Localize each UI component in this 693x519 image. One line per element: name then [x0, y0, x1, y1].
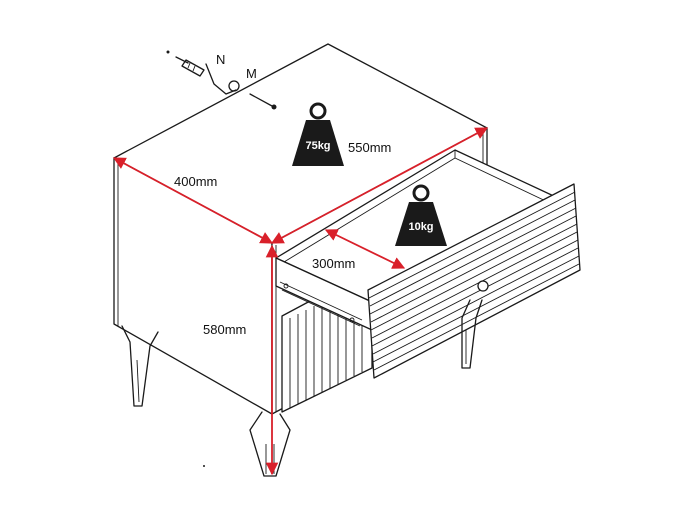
hardware-label-m: M: [246, 66, 257, 81]
dimension-depth-line: [112, 157, 274, 244]
leg-front-left: [249, 411, 291, 477]
dimension-width-label: 550mm: [348, 140, 391, 155]
drawer-knob: [477, 280, 489, 292]
wall-plug: [181, 59, 205, 77]
leg-back-left: [121, 325, 159, 407]
dimension-lines: 550mm 400mm 580mm 300mm: [112, 127, 489, 476]
dimension-depth-label: 400mm: [174, 174, 217, 189]
screw: [249, 93, 273, 107]
weight-limit-top-label: 75kg: [305, 140, 330, 152]
weight-limit-drawer-label: 10kg: [408, 221, 433, 233]
weight-icon-top: 75kg: [292, 102, 344, 166]
dimension-height-label: 580mm: [203, 322, 246, 337]
legs: [121, 299, 483, 477]
leg-right: [461, 299, 483, 369]
wall-anchor-hardware: N M: [166, 50, 277, 110]
dimension-drawer-depth-label: 300mm: [312, 256, 355, 271]
dimension-width-line: [270, 127, 489, 244]
dimension-drawer-depth-line: [324, 229, 406, 269]
weight-icon-drawer: 10kg: [395, 184, 447, 246]
hardware-label-n: N: [216, 52, 225, 67]
